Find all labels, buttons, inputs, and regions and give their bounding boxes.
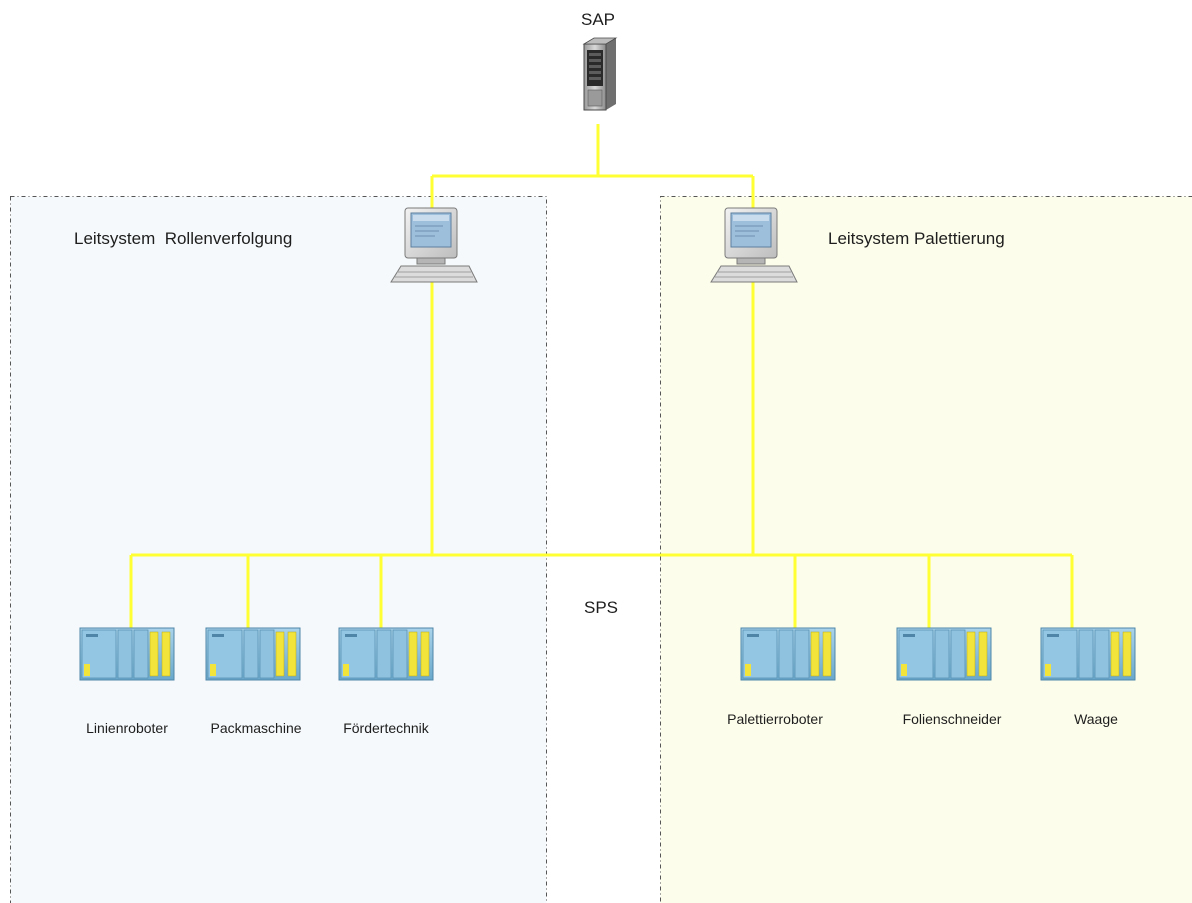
sap-label: SAP bbox=[580, 10, 616, 29]
bus-lines bbox=[129, 124, 1074, 630]
bus-label-sps: SPS bbox=[583, 598, 619, 617]
plc-icon-folienschneider bbox=[896, 627, 992, 681]
plc-icon-packmaschine bbox=[205, 627, 301, 681]
device-label: Waage bbox=[1074, 711, 1118, 727]
zone-left bbox=[10, 196, 547, 903]
device-label: Packmaschine bbox=[210, 720, 302, 736]
device-label: Linienroboter bbox=[86, 720, 168, 736]
zone-right-title: Leitsystem Palettierung bbox=[828, 229, 1005, 248]
server-icon bbox=[582, 37, 618, 111]
device-label: Palettierroboter bbox=[727, 711, 823, 727]
plc-icon-linienroboter bbox=[79, 627, 175, 681]
zone-left-title: Leitsystem Rollenverfolgung bbox=[74, 229, 293, 248]
plc-icon-waage bbox=[1040, 627, 1136, 681]
zone-right bbox=[660, 196, 1192, 903]
device-label: Folienschneider bbox=[902, 711, 1002, 727]
device-label: Fördertechnik bbox=[343, 720, 429, 736]
plc-icon-palettierroboter bbox=[740, 627, 836, 681]
plc-icon-foerdertechnik bbox=[338, 627, 434, 681]
